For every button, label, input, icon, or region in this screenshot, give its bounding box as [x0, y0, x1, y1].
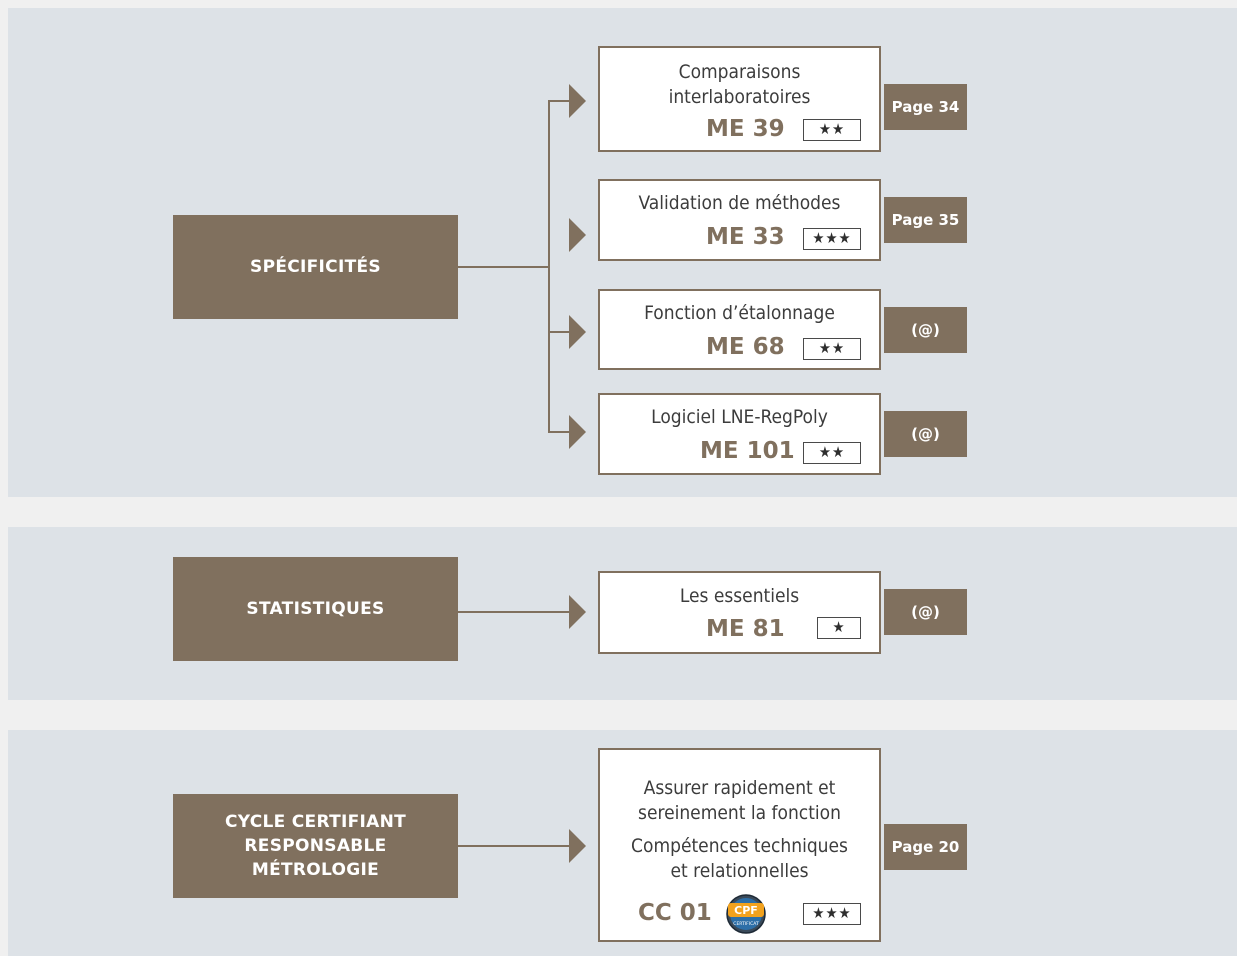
level-stars: ★★★: [803, 228, 861, 250]
course-card-me68[interactable]: Fonction d’étalonnage ME 68 ★★: [598, 289, 881, 370]
connector-vertical: [548, 100, 550, 433]
course-title: Fonction d’étalonnage: [644, 302, 835, 324]
svg-text:CERTIFICAT: CERTIFICAT: [733, 921, 759, 927]
course-card-cc01[interactable]: Assurer rapidement et sereinement la fon…: [598, 748, 881, 942]
level-stars: ★: [817, 617, 861, 639]
svg-text:CPF: CPF: [734, 904, 758, 917]
page-tag[interactable]: Page 34: [884, 84, 967, 130]
page-tag[interactable]: Page 35: [884, 197, 967, 243]
online-tag[interactable]: (@): [884, 307, 967, 353]
connector-horizontal: [458, 845, 570, 847]
connector-branch: [548, 100, 570, 102]
course-title: Les essentiels: [679, 585, 800, 607]
cpf-certificate-badge: CPF CERTIFICAT: [726, 894, 766, 934]
course-title: Validation de méthodes: [638, 192, 841, 214]
course-code: ME 33: [706, 224, 785, 250]
course-card-me33[interactable]: Validation de méthodes ME 33 ★★★: [598, 179, 881, 261]
level-stars: ★★: [803, 119, 861, 141]
category-specificites: SPÉCIFICITÉS: [173, 215, 458, 319]
course-title: Comparaisons interlaboratoires: [668, 61, 811, 108]
course-card-me101[interactable]: Logiciel LNE-RegPoly ME 101 ★★: [598, 393, 881, 475]
level-stars: ★★: [803, 338, 861, 360]
level-stars: ★★★: [803, 903, 861, 925]
connector-branch: [548, 331, 570, 333]
category-cycle-certifiant: CYCLE CERTIFIANT RESPONSABLE MÉTROLOGIE: [173, 794, 458, 898]
course-code: CC 01: [638, 900, 712, 926]
connector-horizontal: [458, 266, 550, 268]
level-stars: ★★: [803, 442, 861, 464]
connector-horizontal: [458, 611, 570, 613]
course-subtitle: Compétences techniques et relationnelles: [631, 835, 848, 882]
course-code: ME 81: [706, 616, 785, 642]
arrow-icon: [569, 595, 586, 629]
page-tag[interactable]: Page 20: [884, 824, 967, 870]
course-card-me81[interactable]: Les essentiels ME 81 ★: [598, 571, 881, 654]
online-tag[interactable]: (@): [884, 589, 967, 635]
course-code: ME 39: [706, 116, 785, 142]
arrow-icon: [569, 218, 586, 252]
course-title: Logiciel LNE-RegPoly: [651, 406, 828, 428]
online-tag[interactable]: (@): [884, 411, 967, 457]
arrow-icon: [569, 84, 586, 118]
arrow-icon: [569, 315, 586, 349]
category-statistiques: STATISTIQUES: [173, 557, 458, 661]
arrow-icon: [569, 829, 586, 863]
course-title: Assurer rapidement et sereinement la fon…: [638, 777, 841, 824]
arrow-icon: [569, 415, 586, 449]
connector-branch: [548, 431, 570, 433]
course-code: ME 101: [700, 438, 795, 464]
course-code: ME 68: [706, 334, 785, 360]
course-card-me39[interactable]: Comparaisons interlaboratoires ME 39 ★★: [598, 46, 881, 152]
